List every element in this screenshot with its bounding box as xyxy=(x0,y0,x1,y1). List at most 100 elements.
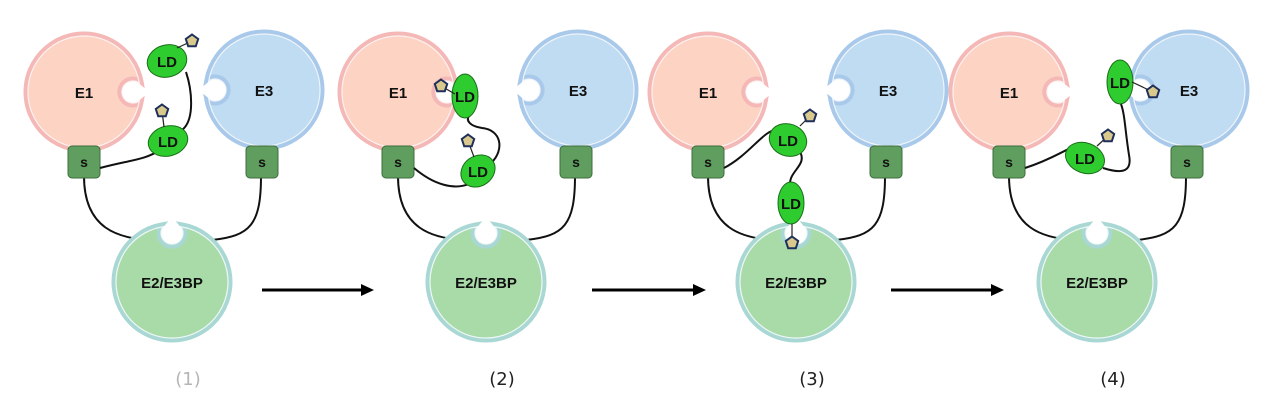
enzyme-e1-label: E1 xyxy=(699,85,717,102)
enzyme-e2-e3bp-rim xyxy=(115,225,229,339)
step-label-3: (3) xyxy=(799,369,825,390)
lipoyl-domain-label: LD xyxy=(1110,75,1130,92)
subunit-label: s xyxy=(1183,154,1191,170)
lipoyl-domain-1: LD xyxy=(1065,141,1105,175)
enzyme-e3-label: E3 xyxy=(879,83,897,100)
lipoyl-group-icon xyxy=(460,133,476,148)
lipoyl-domain-shape xyxy=(460,154,496,188)
lipoyl-domain-1: LD xyxy=(768,123,808,157)
subunit-box xyxy=(559,145,593,179)
enzyme-e2-e3bp: E2/E3BP xyxy=(111,221,233,343)
subunit-s-e3: s xyxy=(559,145,593,179)
subunit-box xyxy=(245,145,279,179)
subunit-s-e1: s xyxy=(381,145,415,179)
lipoyl-1 xyxy=(154,103,170,128)
lipoyl-domain-label: LD xyxy=(1075,151,1095,168)
ld-linker-1 xyxy=(99,149,161,169)
ld-linker-1 xyxy=(413,167,470,188)
ld-linker-2 xyxy=(181,71,193,131)
enzyme-e1-label: E1 xyxy=(75,85,93,102)
lipoyl-domain-shape xyxy=(1065,141,1105,175)
process-arrow-2 xyxy=(592,284,706,296)
lipoyl-group-icon xyxy=(433,78,449,93)
process-arrow-3 xyxy=(891,284,1004,296)
lipoyl-domain-shape xyxy=(777,181,805,225)
arrow-head-icon xyxy=(991,284,1004,296)
lipoyl-group-icon xyxy=(802,108,818,123)
lipoyl-group-icon xyxy=(1100,128,1116,143)
enzyme-e1-label: E1 xyxy=(1000,85,1018,102)
enzyme-e3-rim xyxy=(521,33,635,147)
linker-e3-e2 xyxy=(1136,175,1187,241)
lipoyl-group-icon xyxy=(1145,84,1161,99)
lipoyl-domain-2: LD xyxy=(1106,59,1134,105)
subunit-s-e1: s xyxy=(691,145,725,179)
subunit-s-e3: s xyxy=(869,145,903,179)
lipoyl-domain-2: LD xyxy=(146,44,188,78)
enzyme-e1-label: E1 xyxy=(389,85,407,102)
subunit-s-e3: s xyxy=(245,145,279,179)
lipoyl-domain-1: LD xyxy=(147,125,189,157)
subunit-s-e1: s xyxy=(992,145,1026,179)
lipoyl-group-icon xyxy=(154,103,170,118)
step-label-2: (2) xyxy=(489,369,515,390)
enzyme-e3-label: E3 xyxy=(255,83,273,100)
lipoyl-1 xyxy=(1096,128,1116,147)
enzyme-e2-e3bp-label: E2/E3BP xyxy=(1066,275,1128,292)
process-arrow-1 xyxy=(262,284,374,296)
lipoyl-2 xyxy=(176,33,200,49)
enzyme-e3-label: E3 xyxy=(1180,83,1198,100)
lipoyl-domain-label: LD xyxy=(158,134,178,151)
lipoyl-domain-label: LD xyxy=(157,54,177,71)
subunit-box xyxy=(67,145,101,179)
enzyme-e1: E1 xyxy=(647,31,769,153)
enzyme-e2-e3bp: E2/E3BP xyxy=(425,221,547,343)
lipoyl-2 xyxy=(1131,81,1161,99)
arrow-head-icon xyxy=(693,284,706,296)
enzyme-e2-e3bp-rim xyxy=(1040,225,1154,339)
enzyme-e2-e3bp-label: E2/E3BP xyxy=(765,275,827,292)
subunit-box xyxy=(691,145,725,179)
enzyme-e2-e3bp-body xyxy=(111,221,233,343)
enzyme-e3-body xyxy=(203,29,325,151)
subunit-box xyxy=(1170,145,1204,179)
subunit-box xyxy=(869,145,903,179)
subunit-label: s xyxy=(572,154,580,170)
subunit-label: s xyxy=(394,154,402,170)
lipoyl-1 xyxy=(460,133,476,158)
enzyme-e1: E1 xyxy=(23,31,145,153)
subunit-label: s xyxy=(704,154,712,170)
step-label-1: (1) xyxy=(175,369,201,390)
lipoyl-domain-label: LD xyxy=(778,133,798,150)
subunit-box xyxy=(992,145,1026,179)
enzyme-e3-rim xyxy=(831,33,945,147)
ld-linker-2 xyxy=(1102,103,1131,173)
linker-e1-e2 xyxy=(1008,175,1074,241)
subunit-label: s xyxy=(80,154,88,170)
enzyme-e3-body xyxy=(827,29,949,151)
lipoyl-domain-2: LD xyxy=(777,181,805,225)
enzyme-e2-e3bp: E2/E3BP xyxy=(1036,221,1158,343)
lipoyl-domain-shape xyxy=(768,123,808,157)
lipoyl-group-icon xyxy=(184,33,200,48)
enzyme-e2-e3bp: E2/E3BP xyxy=(735,221,857,343)
linker-e3-e2 xyxy=(835,175,886,241)
lipoyl-domain-2: LD xyxy=(451,73,479,119)
enzyme-e2-e3bp-body xyxy=(1036,221,1158,343)
subunit-box xyxy=(381,145,415,179)
ld-linker-2 xyxy=(466,115,501,163)
lipoyl-domain-label: LD xyxy=(781,196,801,213)
subunit-label: s xyxy=(258,154,266,170)
lipoyl-2 xyxy=(433,78,456,95)
linker-e3-e2 xyxy=(525,175,576,241)
ld-linker-1 xyxy=(1024,147,1072,169)
arrow-head-icon xyxy=(361,284,374,296)
lipoyl-group-icon xyxy=(784,235,800,250)
lipoyl-domain-label: LD xyxy=(455,89,475,106)
subunit-label: s xyxy=(882,154,890,170)
enzyme-e3-label: E3 xyxy=(569,83,587,100)
